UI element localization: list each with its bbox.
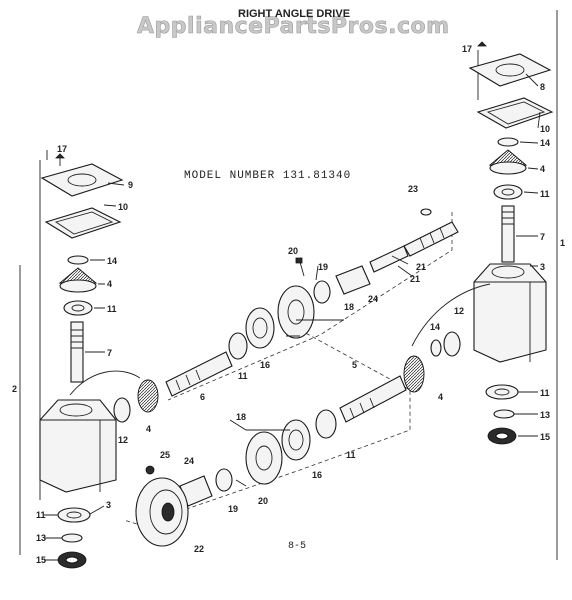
shim-14-left: [67, 255, 89, 265]
callout-label: 11: [346, 450, 356, 460]
callout-label: 18: [344, 302, 354, 312]
callout-label: 24: [184, 456, 194, 466]
callout-label: 5: [352, 360, 357, 370]
bearing-11-left-bottom: [57, 507, 91, 523]
shaft-7-right: [501, 205, 515, 263]
callout-label: 23: [408, 184, 418, 194]
screw-20-upper: [299, 261, 305, 277]
shaft-6: [165, 351, 233, 397]
diagram-title: RIGHT ANGLE DRIVE: [238, 8, 350, 20]
callout-label: 16: [312, 470, 322, 480]
callout-label: 17: [462, 44, 472, 54]
cover-plate-9: [40, 163, 124, 197]
callout-label: 20: [258, 496, 268, 506]
rotation-arrow-right: [411, 283, 491, 347]
callout-label: 21: [416, 262, 426, 272]
ring-13-left: [61, 533, 83, 543]
rotation-arrow-left: [69, 370, 141, 396]
callout-label: 13: [540, 410, 550, 420]
cover-plate-8: [468, 53, 552, 87]
bearing-11-left-top: [63, 300, 93, 316]
screw-17-right: [477, 41, 487, 47]
gasket-16-lower: [281, 419, 311, 461]
callout-label: 14: [540, 138, 550, 148]
callout-label: 14: [107, 256, 117, 266]
bevel-gear-4-mid-right: [403, 355, 425, 393]
callout-label: 7: [107, 348, 112, 358]
callout-label: 25: [160, 450, 170, 460]
bearing-11-right-bottom: [485, 384, 519, 400]
callout-label: 11: [540, 189, 550, 199]
shim-14-right: [497, 137, 519, 147]
shim-14-mid-right: [430, 339, 442, 357]
callout-label: 10: [118, 202, 128, 212]
gasket-10-left: [44, 207, 122, 239]
callout-label: 19: [318, 262, 328, 272]
callout-label: 4: [540, 164, 545, 174]
bearing-19-lower: [215, 468, 233, 492]
housing-3-left: [39, 399, 117, 493]
callout-label: 8: [540, 82, 545, 92]
callout-label: 4: [107, 279, 112, 289]
callout-label: 12: [454, 306, 464, 316]
callout-label: 11: [238, 371, 248, 381]
shaft-assembly-group: [123, 208, 459, 547]
callout-label: 6: [200, 392, 205, 402]
bearing-12-left: [113, 397, 131, 423]
callout-label: 16: [260, 360, 270, 370]
ring-13-right: [493, 409, 515, 419]
callout-label: 7: [540, 232, 545, 242]
gasket-10-right: [476, 97, 554, 129]
callout-label: 14: [430, 322, 440, 332]
callout-label: 19: [228, 504, 238, 514]
callout-label: 17: [57, 144, 67, 154]
gasket-16-upper: [245, 307, 275, 349]
callout-label: 10: [540, 124, 550, 134]
callout-label: 15: [36, 555, 46, 565]
callout-label: 24: [368, 294, 378, 304]
callout-label: 11: [540, 388, 550, 398]
bearing-11-right-top: [493, 184, 523, 200]
callout-label: 22: [194, 544, 204, 554]
housing-3-right: [473, 263, 547, 363]
page-number: 8-5: [288, 541, 306, 552]
flange-18-lower: [245, 431, 283, 485]
shaft-5: [339, 375, 407, 423]
screw-17-left: [55, 153, 65, 159]
callout-label: 11: [107, 304, 117, 314]
bearing-11-center-lower: [315, 409, 337, 439]
callout-label: 4: [146, 424, 151, 434]
bearing-11-center-upper: [228, 332, 248, 360]
pin-23: [420, 208, 432, 216]
flange-18-upper: [277, 285, 315, 339]
callout-label: 15: [540, 432, 550, 442]
bearing-12-right: [443, 331, 461, 357]
callout-label: 11: [36, 510, 46, 520]
callout-label: 12: [118, 435, 128, 445]
bushing-24-upper: [335, 265, 371, 295]
shaft-21: [403, 221, 459, 257]
callout-label: 18: [236, 412, 246, 422]
callout-label: 3: [540, 262, 545, 272]
leader-lines: [44, 73, 541, 561]
callout-label: 9: [128, 180, 133, 190]
screw-20-lower: [235, 479, 247, 487]
callout-label: 4: [438, 392, 443, 402]
watermark-text: AppliancePartsPros.com: [137, 14, 450, 39]
bearing-19-upper: [313, 280, 331, 304]
callout-label: 20: [288, 246, 298, 256]
callout-label: 3: [106, 500, 111, 510]
callout-label: 13: [36, 533, 46, 543]
right-gearbox-group: [403, 41, 554, 445]
shaft-7-left: [70, 321, 84, 383]
model-number: MODEL NUMBER 131.81340: [184, 170, 351, 182]
left-gearbox-group: [39, 153, 159, 569]
set-screw-25: [145, 465, 155, 475]
callout-label: 2: [12, 384, 17, 394]
bevel-gear-4-mid-left: [137, 379, 159, 413]
callout-labels: 17 9 10 14 4 11 7 12 4 3 11 13 15 2 17 8…: [12, 44, 565, 565]
callout-label: 21: [410, 274, 420, 284]
callout-label: 1: [560, 238, 565, 248]
